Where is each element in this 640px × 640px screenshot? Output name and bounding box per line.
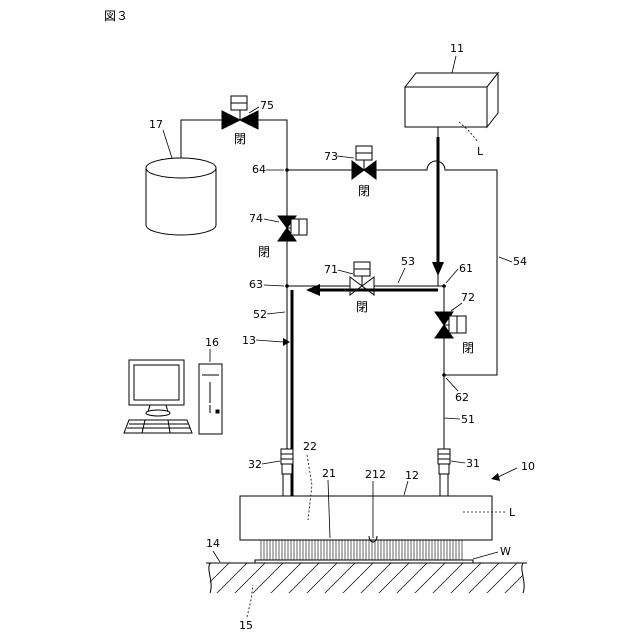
leader-12 [404,481,408,495]
label-L-head: L [509,506,516,519]
leader-71 [338,270,353,274]
leader-72 [451,303,462,311]
label-71: 71 [324,263,338,276]
source-unit [405,73,498,127]
label-L-top: L [477,145,484,158]
leader-11 [452,56,456,73]
leader-51 [444,418,460,419]
leader-W [473,552,498,559]
label-63: 63 [249,278,263,291]
leader-62 [446,378,458,391]
valve-73 [352,146,376,179]
valve-74 [278,216,307,241]
leader-14 [213,551,220,562]
head-block [240,496,492,540]
valve-74-state: 閉 [258,245,270,259]
label-21: 21 [322,467,336,480]
leader-74 [264,219,279,222]
leader-17 [163,130,172,158]
label-W: W [500,545,511,558]
leader-73 [337,156,354,158]
valve-71-state: 閉 [356,300,368,314]
label-54: 54 [513,255,527,268]
label-22: 22 [303,440,317,453]
label-16: 16 [205,336,219,349]
nozzle-31 [438,449,450,496]
label-12: 12 [405,469,419,482]
label-17: 17 [149,118,163,131]
leader-31 [451,461,465,463]
label-13: 13 [242,334,256,347]
leader-54 [499,257,512,262]
label-75: 75 [260,99,274,112]
computer [124,360,222,434]
node-61 [442,284,446,288]
label-73: 73 [324,150,338,163]
leader-53 [398,268,405,283]
label-53: 53 [401,255,415,268]
label-212: 212 [365,468,386,481]
figure-title: 図３ [104,9,128,23]
label-74: 74 [249,212,263,225]
leader-10-arrowhead [491,473,500,481]
label-61: 61 [459,262,473,275]
gas-curtain [261,540,462,560]
leader-10 [498,468,517,477]
leader-13 [256,340,283,342]
valve-72-state: 閉 [462,341,474,355]
label-10: 10 [521,460,535,473]
leader-63 [264,285,284,286]
valve-75-state: 閉 [234,132,246,146]
leader-32 [262,461,280,464]
label-15: 15 [239,619,253,632]
label-14: 14 [206,537,220,550]
valve-72 [435,312,466,338]
leader-52 [267,312,285,314]
label-31: 31 [466,457,480,470]
node-62 [442,373,446,377]
label-72: 72 [461,291,475,304]
valve-73-state: 閉 [358,184,370,198]
leader-61 [446,269,458,283]
node-63 [285,284,289,288]
label-62: 62 [455,391,469,404]
label-51: 51 [461,413,475,426]
piping [181,120,497,449]
node-64 [285,168,289,172]
label-64: 64 [252,163,266,176]
tank [146,158,216,235]
label-52: 52 [253,308,267,321]
label-11: 11 [450,42,464,55]
label-32: 32 [248,458,262,471]
stage [206,563,527,593]
nozzle-32 [281,449,293,496]
valve-75 [222,96,258,129]
